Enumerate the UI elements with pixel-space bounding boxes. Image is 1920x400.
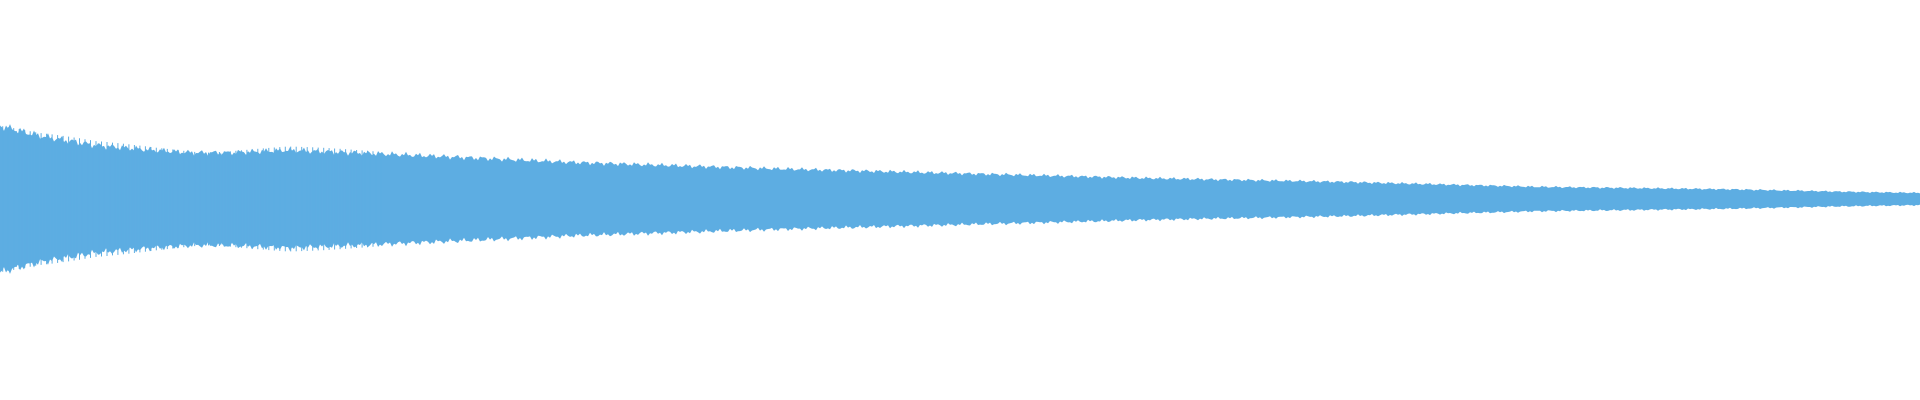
waveform-series: [0, 124, 1920, 274]
waveform-envelope: [0, 124, 1920, 274]
